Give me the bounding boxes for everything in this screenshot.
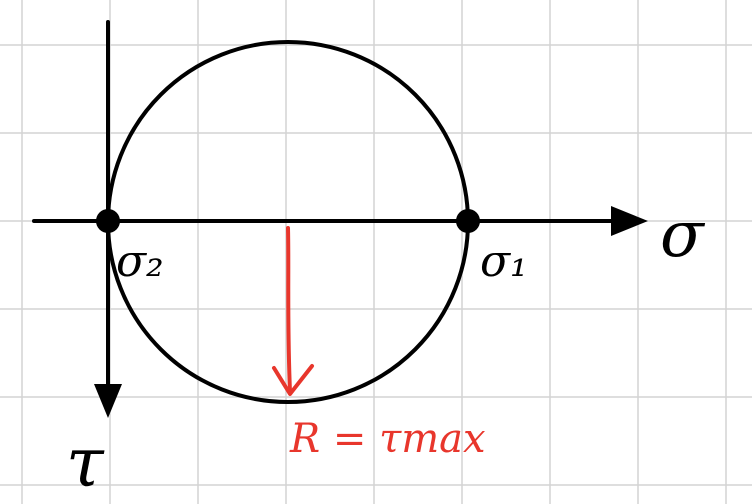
sigma-2-label: σ₂ bbox=[116, 236, 164, 287]
tau-axis-arrowhead bbox=[94, 384, 122, 418]
radius-arrow-head bbox=[272, 364, 314, 396]
sigma-axis-label: σ bbox=[660, 198, 706, 272]
tau-axis-label: τ bbox=[66, 424, 105, 503]
sigma-axis-arrowhead bbox=[611, 206, 648, 236]
radius-label: R = τmax bbox=[289, 416, 486, 462]
sigma-2-point bbox=[96, 209, 120, 233]
sigma-1-point bbox=[456, 209, 480, 233]
sigma-1-label: σ₁ bbox=[480, 236, 528, 287]
radius-arrow-shaft bbox=[286, 226, 292, 394]
